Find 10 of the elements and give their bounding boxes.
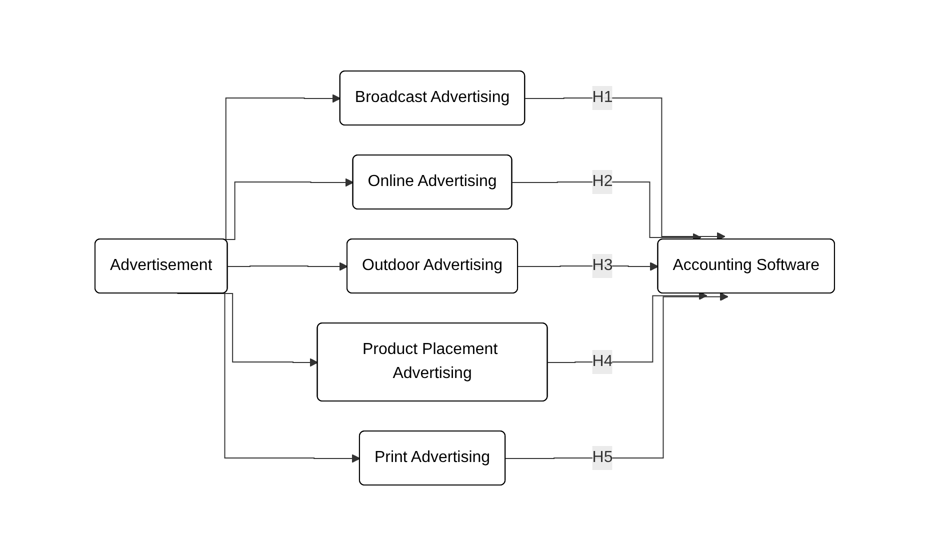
arrow [548,291,708,363]
arrow [228,262,348,271]
edge-label: H5 [592,449,613,466]
arrow [518,262,659,271]
edge-label: H1 [592,89,613,106]
edge-label: H2 [592,173,613,190]
arrow [524,98,726,241]
edge-label: H4 [592,353,613,370]
edge-label: H3 [592,257,613,274]
arrow [505,292,729,459]
